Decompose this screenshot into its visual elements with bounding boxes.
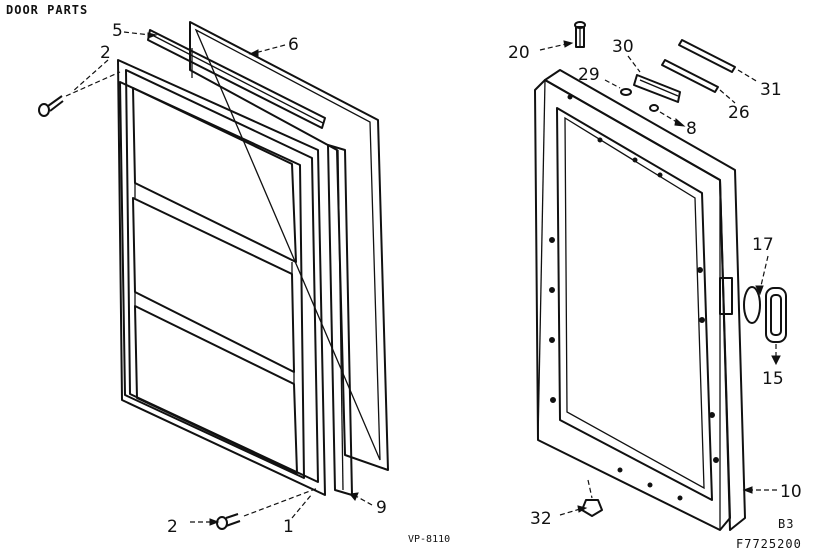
- leader-6: [254, 44, 286, 54]
- callout-2-bottom: 2: [167, 517, 178, 537]
- callout-30: 30: [612, 37, 634, 57]
- leader-5-arrow: [147, 32, 158, 39]
- callout-15: 15: [762, 369, 784, 389]
- handle-insert-17: [743, 255, 769, 324]
- door-panel: [117, 59, 326, 496]
- hinge-pin-plug: [574, 21, 586, 48]
- callout-8: 8: [686, 119, 697, 139]
- leader-2-top: [71, 59, 109, 93]
- trim-strip-31: [678, 39, 759, 83]
- screw-top: [38, 71, 121, 117]
- leader-29: [604, 79, 621, 89]
- callout-5: 5: [112, 21, 123, 41]
- trim-strip-26: [661, 59, 736, 104]
- leader-9: [353, 494, 373, 506]
- leader-20: [539, 43, 567, 51]
- callout-29: 29: [578, 65, 600, 85]
- door-stop-32: [559, 479, 603, 517]
- callout-17: 17: [752, 235, 774, 255]
- callout-1: 1: [283, 517, 294, 537]
- diagram-title: DOOR PARTS: [6, 3, 88, 17]
- screw-bottom: [216, 487, 319, 530]
- leader-9-arrow: [349, 492, 359, 501]
- handle-15: [765, 287, 787, 366]
- screw-8: [649, 104, 686, 127]
- leader-20-arrow: [563, 40, 574, 48]
- section-code: B3: [778, 517, 794, 531]
- callout-31: 31: [760, 80, 782, 100]
- figure-number: F7725200: [736, 537, 802, 551]
- leader-1: [291, 493, 313, 519]
- callout-9: 9: [376, 498, 387, 518]
- washer-29: [620, 88, 632, 96]
- leader-2-bottom-arrow: [209, 518, 220, 526]
- leader-10-arrow: [742, 486, 753, 494]
- callout-6: 6: [288, 35, 299, 55]
- callout-26: 26: [728, 103, 750, 123]
- callout-20: 20: [508, 43, 530, 63]
- leader-30: [627, 55, 641, 73]
- callout-10: 10: [780, 482, 802, 502]
- door-gasket-outer-panel: [189, 21, 389, 471]
- drawing-code: VP-8110: [408, 534, 450, 545]
- leader-6-arrow: [248, 49, 259, 57]
- door-frame: [534, 69, 746, 531]
- door-gasket-strip: [327, 144, 353, 496]
- leader-5: [123, 31, 151, 36]
- callout-2-top: 2: [100, 43, 111, 63]
- callout-32: 32: [530, 509, 552, 529]
- hinge-plate: [633, 74, 681, 103]
